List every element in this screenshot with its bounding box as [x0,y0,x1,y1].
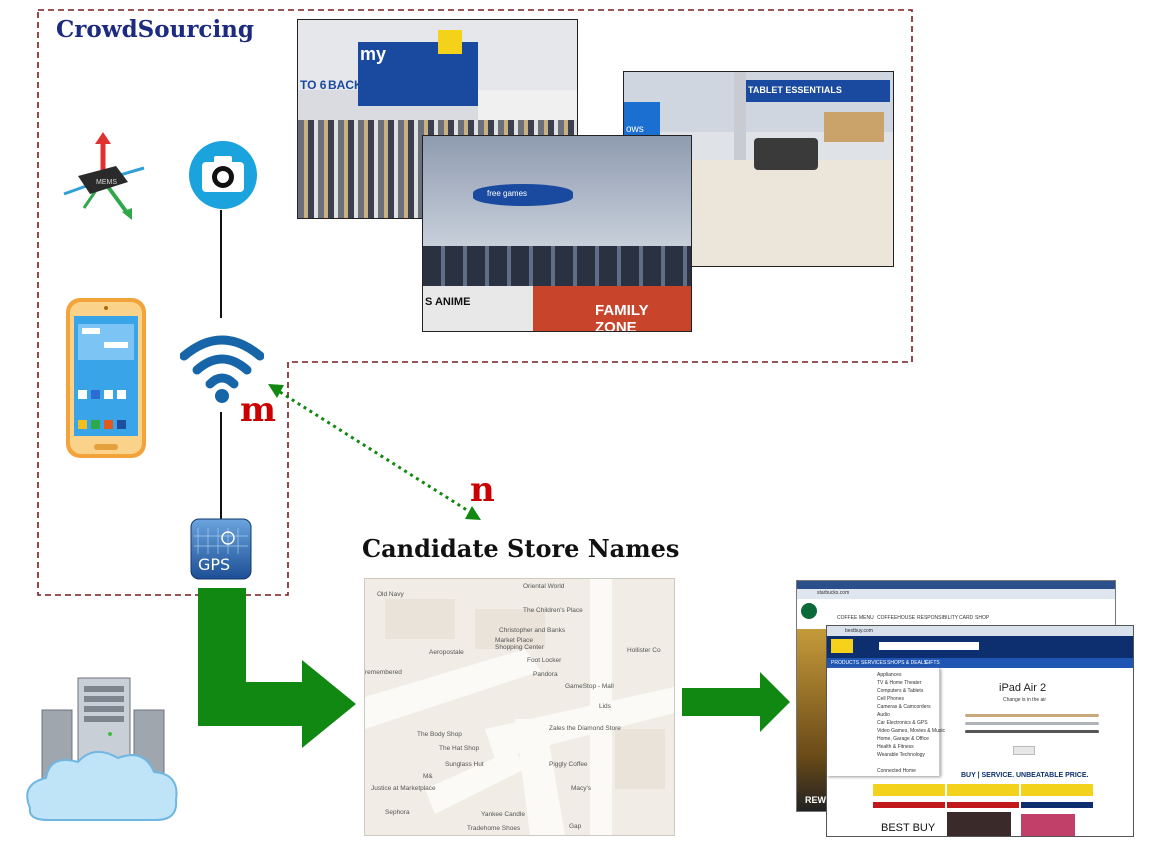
menu-item-7[interactable]: Video Games, Movies & Music [877,728,945,734]
menu-item-2[interactable]: Computers & Tablets [877,688,924,694]
candidate-map[interactable]: Oriental World Old Navy The Children's P… [364,578,675,836]
map-label-old-navy: Old Navy [377,591,404,598]
menu-item-1[interactable]: TV & Home Theater [877,680,922,686]
photo-sign-back: BACK [328,78,363,92]
back-nav-2[interactable]: COFFEEHOUSE [877,615,916,621]
map-label-christopher-banks: Christopher and Banks [499,627,566,634]
map-label-remembered: remembered [365,669,402,676]
map-label-gamestop: GameStop - Mall [565,683,614,690]
back-nav-0[interactable]: COFFEE [837,615,858,621]
map-label-sunglass-hut: Sunglass Hut [445,761,484,768]
map-label-justice: Justice at Marketplace [371,785,436,792]
back-nav-3[interactable]: RESPONSIBILITY [917,615,959,621]
map-label-m-and: M& [423,773,433,780]
back-nav-4[interactable]: CARD [959,615,974,621]
back-url: starbucks.com [817,590,850,596]
menu-item-9[interactable]: Health & Fitness [877,744,914,750]
menu-item-10[interactable]: Wearable Technology [877,752,925,758]
map-label-market-place: Market Place Shopping Center [495,637,544,651]
gps-label: GPS [198,555,231,574]
map-label-aeropostale: Aeropostale [429,649,464,656]
menu-item-3[interactable]: Cell Phones [877,696,904,702]
front-url: bestbuy.com [845,628,873,634]
product-title: iPad Air 2 [999,682,1047,694]
map-label-gap: Gap [569,823,582,830]
map-label-hollister: Hollister Co [627,647,661,654]
gps-icon: GPS [190,518,252,580]
menu-item-8[interactable]: Home, Garage & Office [877,736,929,742]
map-label-zales: Zales the Diamond Store [549,725,621,732]
map-label-body-shop: The Body Shop [417,731,462,738]
menu-item-4[interactable]: Cameras & Camcorders [877,704,931,710]
candidate-store-names-title: Candidate Store Names [362,534,680,563]
store-photo-2: free games S ANIME FAMILY ZONE [422,135,692,332]
map-label-hat-shop: The Hat Shop [439,745,480,752]
photo-sign-my: my [360,44,387,64]
camera-icon [189,141,257,209]
back-nav-1[interactable]: MENU [859,615,874,621]
back-nav-5[interactable]: SHOP [975,615,990,621]
menu-item-11[interactable]: Connected Home [877,768,916,774]
photo-sign-to6: TO 6 [300,78,327,92]
map-label-childrens-place: The Children's Place [523,607,583,614]
map-walkways [365,579,674,835]
map-label-piggly-coffee: Piggly Coffee [549,761,588,768]
map-label-foot-locker: Foot Locker [527,657,562,664]
photo-sign-ows: ows [626,124,644,135]
map-label-oriental-world: Oriental World [523,583,565,590]
website-window-front[interactable]: bestbuy.com PRODUCTS SERVICES SHOPS & DE… [826,625,1134,837]
menu-item-6[interactable]: Car Electronics & GPS [877,720,928,726]
n-label: n [470,470,495,510]
front-nav-1[interactable]: SERVICES [861,660,887,666]
photo-sign-family-zone: FAMILY ZONE [595,302,649,332]
photo-sign-tablet: TABLET ESSENTIALS [748,85,842,95]
promo-banner: BUY | SERVICE. UNBEATABLE PRICE. [961,772,1089,779]
menu-item-0[interactable]: Appliances [877,672,902,678]
crowdsourcing-title: CrowdSourcing [56,16,254,43]
map-label-sephora: Sephora [385,809,410,816]
photo-sign-free-games: free games [487,189,528,198]
back-side-text: REW [805,795,826,805]
menu-item-5[interactable]: Audio [877,712,890,718]
map-label-pandora: Pandora [533,671,558,678]
front-logo-text: BEST BUY [881,822,936,834]
map-label-tradehome: Tradehome Shoes [467,825,521,832]
map-label-yankee-candle: Yankee Candle [481,811,525,818]
cloud-server-icon [26,677,178,821]
product-subtitle: Change is in the air [1003,697,1047,703]
front-nav-2[interactable]: SHOPS & DEALS [887,660,928,666]
sensor-chip-label: MEMS [96,179,117,186]
map-label-lids: Lids [599,703,611,710]
category-menu [827,668,940,776]
m-label: m [240,390,276,430]
photo-sign-anime: S ANIME [425,296,471,308]
front-nav-0[interactable]: PRODUCTS [831,660,860,666]
map-label-macys: Macy's [571,785,592,792]
wifi-icon [180,335,264,403]
front-nav-3[interactable]: GIFTS [925,660,940,666]
smartphone-icon [66,298,146,458]
motion-sensor-icon: MEMS [63,132,145,220]
